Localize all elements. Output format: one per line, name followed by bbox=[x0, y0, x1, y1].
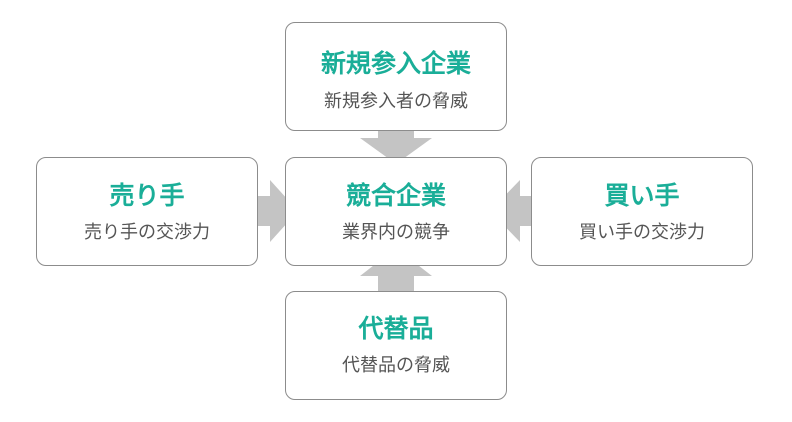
node-subtitle-substitutes: 代替品の脅威 bbox=[342, 355, 450, 376]
node-new-entrants: 新規参入企業 新規参入者の脅威 bbox=[285, 22, 507, 131]
arrow-left-from-buyers bbox=[490, 180, 544, 242]
node-title-competitors: 競合企業 bbox=[345, 181, 446, 210]
node-subtitle-buyers: 買い手の交渉力 bbox=[579, 222, 705, 243]
node-subtitle-new-entrants: 新規参入者の脅威 bbox=[324, 91, 468, 112]
node-title-new-entrants: 新規参入企業 bbox=[320, 49, 471, 78]
node-title-substitutes: 代替品 bbox=[358, 314, 434, 343]
node-title-sellers: 売り手 bbox=[109, 181, 185, 210]
node-title-buyers: 買い手 bbox=[604, 181, 680, 210]
node-competitors: 競合企業 業界内の競争 bbox=[285, 157, 507, 266]
node-buyers: 買い手 買い手の交渉力 bbox=[531, 157, 753, 266]
node-sellers: 売り手 売り手の交渉力 bbox=[36, 157, 258, 266]
node-subtitle-sellers: 売り手の交渉力 bbox=[84, 222, 210, 243]
node-substitutes: 代替品 代替品の脅威 bbox=[285, 291, 507, 400]
arrow-right-from-sellers bbox=[244, 180, 298, 242]
node-subtitle-competitors: 業界内の競争 bbox=[342, 222, 450, 243]
